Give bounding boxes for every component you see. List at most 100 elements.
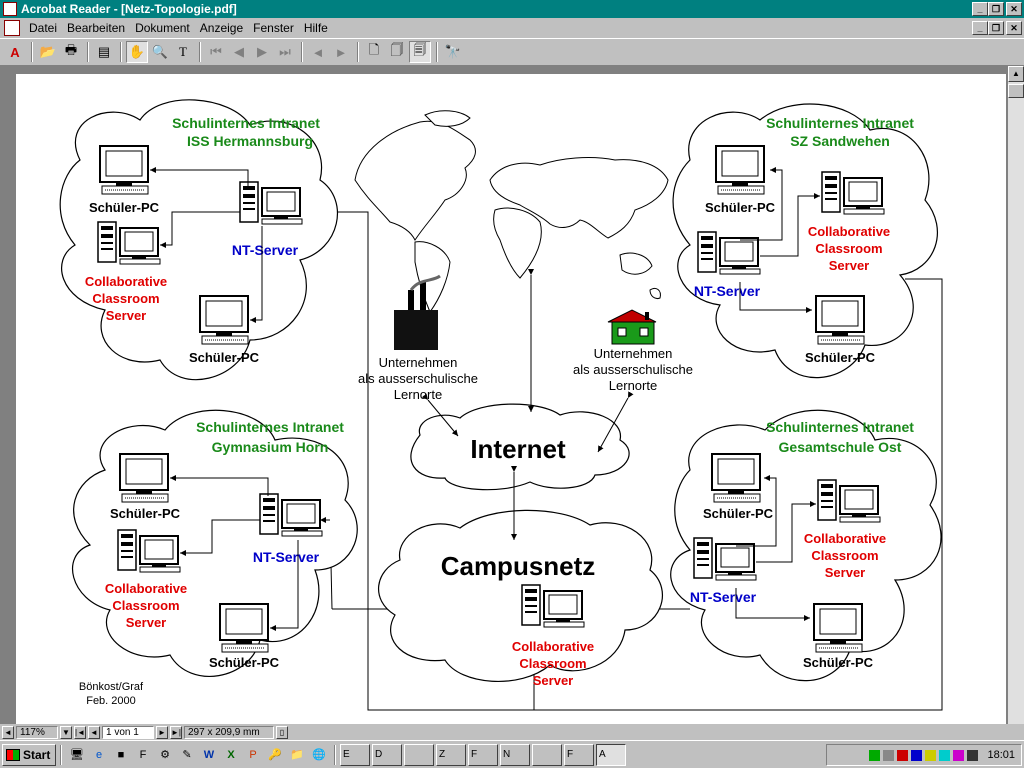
window-titlebar: Acrobat Reader - [Netz-Topologie.pdf] _ … xyxy=(0,0,1024,18)
svg-text:Unternehmen: Unternehmen xyxy=(594,346,673,361)
svg-text:Lernorte: Lernorte xyxy=(609,378,657,393)
fit-width-icon[interactable]: 🗐 xyxy=(409,41,431,63)
fit-page-icon[interactable]: 🗍 xyxy=(390,42,404,57)
task-button[interactable]: D xyxy=(372,743,402,766)
tray-icon[interactable] xyxy=(939,749,951,761)
internet-label: Internet xyxy=(470,434,566,464)
tray-icon[interactable] xyxy=(869,749,881,761)
acrobat-logo-icon[interactable]: A xyxy=(10,44,20,60)
last-page-icon[interactable]: ⏭ xyxy=(279,44,291,59)
status-bar: ◄ 117% ▼ |◄ ◄ 1 von 1 ► ►| 297 x 209,9 m… xyxy=(0,724,1024,740)
task-button[interactable] xyxy=(532,743,562,766)
quicklaunch-word-icon[interactable]: W xyxy=(203,748,215,761)
nt-server-label: NT-Server xyxy=(232,242,299,258)
next-page-icon[interactable]: ▶ xyxy=(257,44,267,59)
menu-bar: Datei Bearbeiten Dokument Anzeige Fenste… xyxy=(0,18,1024,38)
system-tray: 18:01 xyxy=(826,744,1022,766)
next-page-status-icon[interactable]: ► xyxy=(156,725,168,739)
scroll-left-icon[interactable]: ◄ xyxy=(2,725,14,739)
task-button-acrobat[interactable]: A xyxy=(596,743,626,766)
doc-close-button[interactable]: ✕ xyxy=(1006,21,1022,35)
svg-text:Schulinternes Intranet: Schulinternes Intranet xyxy=(766,419,914,435)
doc-minimize-button[interactable]: _ xyxy=(972,21,988,35)
task-button[interactable]: N xyxy=(500,743,530,766)
task-button[interactable]: F xyxy=(564,743,594,766)
quicklaunch-paint-icon[interactable]: ✎ xyxy=(182,749,192,761)
svg-text:Classroom: Classroom xyxy=(519,656,586,671)
first-page-status-icon[interactable]: |◄ xyxy=(74,725,86,739)
task-button[interactable] xyxy=(404,743,434,766)
menu-anzeige[interactable]: Anzeige xyxy=(199,21,244,35)
actual-size-icon[interactable]: 🗋 xyxy=(368,42,380,57)
page-field[interactable]: 1 von 1 xyxy=(102,725,154,739)
thumbnails-icon[interactable]: ▤ xyxy=(97,44,111,59)
pc-icon xyxy=(815,295,865,345)
svg-text:Collaborative: Collaborative xyxy=(804,531,886,546)
last-page-status-icon[interactable]: ►| xyxy=(170,725,182,739)
menu-bearbeiten[interactable]: Bearbeiten xyxy=(67,21,126,35)
task-button[interactable]: F xyxy=(468,743,498,766)
svg-text:Classroom: Classroom xyxy=(811,548,878,563)
menu-hilfe[interactable]: Hilfe xyxy=(303,21,328,35)
svg-text:Server: Server xyxy=(533,673,573,688)
quicklaunch-access-icon[interactable]: 🔑 xyxy=(268,749,282,761)
tray-icon[interactable] xyxy=(953,749,965,761)
task-button[interactable]: Z xyxy=(436,743,466,766)
tray-icon[interactable] xyxy=(925,749,937,761)
scroll-up-button[interactable]: ▲ xyxy=(1008,66,1024,82)
speaker-icon[interactable] xyxy=(967,749,979,761)
scroll-thumb[interactable] xyxy=(1008,84,1024,98)
pc-icon xyxy=(715,145,765,195)
print-icon[interactable]: 🖶 xyxy=(64,42,78,57)
menu-dokument[interactable]: Dokument xyxy=(135,21,190,35)
first-page-icon[interactable]: ⏮ xyxy=(210,44,222,59)
open-icon[interactable]: 📂 xyxy=(39,44,57,59)
text-select-icon[interactable]: T xyxy=(179,44,187,59)
pc-icon xyxy=(813,603,863,653)
quicklaunch-fp-icon[interactable]: F xyxy=(139,748,147,761)
network-title-line2: ISS Hermannsburg xyxy=(187,133,313,149)
tray-icon[interactable] xyxy=(897,749,909,761)
network-diagram: Schulinternes Intranet ISS Hermannsburg … xyxy=(59,99,943,711)
find-icon[interactable]: 🔭 xyxy=(444,44,462,59)
pc-icon xyxy=(119,453,169,503)
tray-icon[interactable] xyxy=(911,749,923,761)
close-button[interactable]: ✕ xyxy=(1006,2,1022,16)
quicklaunch-net-icon[interactable]: 🌐 xyxy=(312,749,326,761)
doc-restore-button[interactable]: ❐ xyxy=(988,21,1004,35)
restore-button[interactable]: ❐ xyxy=(988,2,1004,16)
start-button[interactable]: Start xyxy=(2,743,56,766)
hand-tool-icon[interactable]: ✋ xyxy=(126,41,148,63)
clouds xyxy=(59,99,942,682)
page-layout-icon[interactable]: ▯ xyxy=(276,725,288,739)
vertical-scrollbar[interactable]: ▲ xyxy=(1008,66,1024,724)
world-map xyxy=(354,110,669,314)
zoom-field[interactable]: 117% xyxy=(16,725,58,739)
credit-date: Feb. 2000 xyxy=(86,695,136,707)
document-icon[interactable] xyxy=(4,20,20,36)
zoom-dropdown-icon[interactable]: ▼ xyxy=(60,725,72,739)
clock[interactable]: 18:01 xyxy=(987,749,1015,761)
quicklaunch-desktop-icon[interactable]: 🖥 xyxy=(70,749,84,761)
task-button[interactable]: E xyxy=(340,743,370,766)
tray-icon[interactable] xyxy=(883,749,895,761)
svg-text:Server: Server xyxy=(126,615,166,630)
quicklaunch-excel-icon[interactable]: X xyxy=(227,748,235,761)
go-back-icon[interactable]: ◄ xyxy=(311,44,325,60)
document-area[interactable]: Schulinternes Intranet ISS Hermannsburg … xyxy=(0,66,1008,724)
pc-icon xyxy=(199,295,249,345)
quicklaunch-folder-icon[interactable]: 📁 xyxy=(290,749,304,761)
zoom-tool-icon[interactable]: 🔍 xyxy=(151,44,169,59)
go-forward-icon[interactable]: ► xyxy=(334,44,348,60)
menu-fenster[interactable]: Fenster xyxy=(253,21,294,35)
quicklaunch-app-icon[interactable]: ■ xyxy=(117,748,125,761)
quicklaunch-ppt-icon[interactable]: P xyxy=(249,748,257,761)
quicklaunch-ie-icon[interactable]: e xyxy=(95,748,103,761)
quicklaunch-tool-icon[interactable]: ⚙ xyxy=(160,749,170,761)
minimize-button[interactable]: _ xyxy=(972,2,988,16)
svg-text:als ausserschulische: als ausserschulische xyxy=(573,362,693,377)
menu-datei[interactable]: Datei xyxy=(29,21,58,35)
acrobat-app-icon[interactable] xyxy=(3,2,17,16)
prev-page-icon[interactable]: ◀ xyxy=(234,44,244,59)
prev-page-status-icon[interactable]: ◄ xyxy=(88,725,100,739)
